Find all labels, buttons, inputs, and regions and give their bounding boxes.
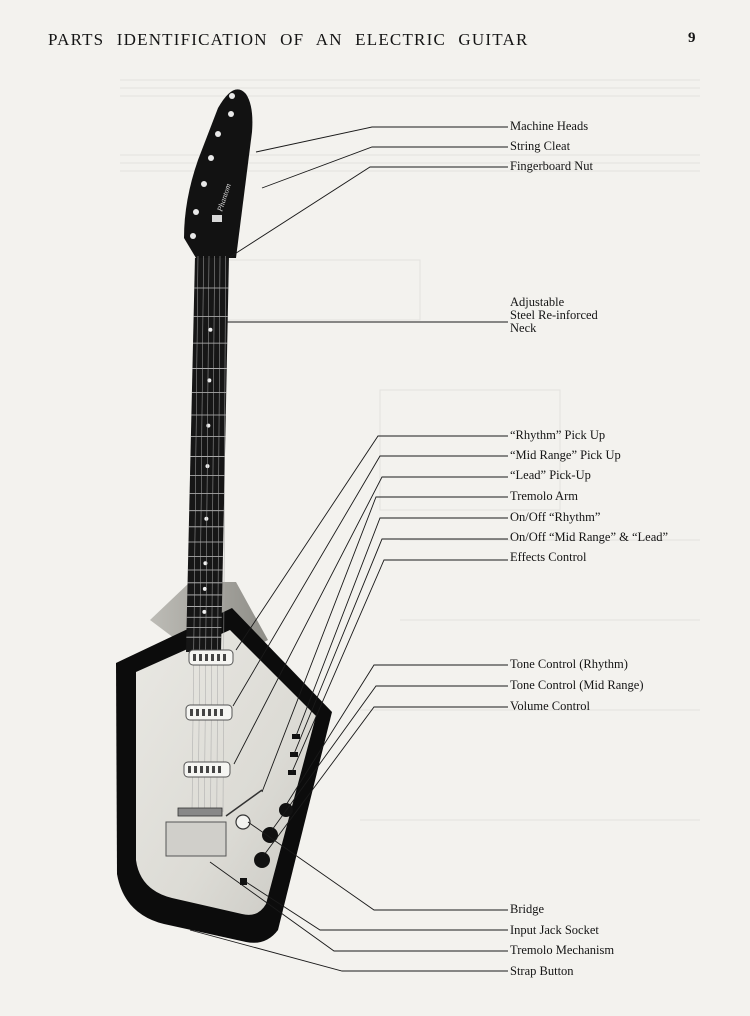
fret-inlay-dot: [208, 327, 213, 332]
leader-line-tremolo-mechanism: [209, 861, 508, 952]
leader-lines: [189, 126, 508, 972]
leader-line-lead-pickup: [233, 476, 508, 765]
tremolo-arm: [225, 789, 263, 817]
tuning-peg-icon: [201, 181, 207, 187]
label-line: On/Off “Rhythm”: [510, 510, 601, 524]
tuning-peg-icon: [228, 111, 234, 117]
fret-inlay-dot: [203, 561, 208, 566]
fret-inlay-dot: [207, 378, 212, 383]
leader-line-tremolo-arm: [261, 496, 508, 793]
label-tremolo-mechanism: Tremolo Mechanism: [510, 944, 614, 957]
leader-line-onoff-rhythm: [295, 517, 508, 737]
page-title: PARTS IDENTIFICATION OF AN ELECTRIC GUIT…: [48, 30, 529, 49]
tuning-peg-icon: [215, 131, 221, 137]
leader-line-tone-mid: [271, 685, 508, 831]
label-line: Tremolo Arm: [510, 489, 578, 503]
label-line: Machine Heads: [510, 119, 589, 133]
label-line: Neck: [510, 321, 537, 335]
tuning-peg-icon: [193, 209, 199, 215]
label-line: String Cleat: [510, 139, 571, 153]
headstock: [184, 89, 253, 258]
label-line: Tone Control (Mid Range): [510, 678, 644, 692]
label-tone-mid: Tone Control (Mid Range): [510, 679, 643, 692]
lead-pickup: [183, 761, 231, 778]
label-onoff-rhythm: On/Off “Rhythm”: [510, 511, 600, 524]
label-string-cleat: String Cleat: [510, 140, 570, 153]
leader-line-mid-range-pickup: [232, 455, 508, 707]
mid-range-pickup: [185, 704, 233, 721]
label-line: Adjustable: [510, 295, 565, 309]
label-line: “Mid Range” Pick Up: [510, 448, 621, 462]
tuning-peg-icon: [208, 155, 214, 161]
label-line: Strap Button: [510, 964, 574, 978]
fret-inlay-dot: [206, 423, 211, 428]
label-mid-range-pickup: “Mid Range” Pick Up: [510, 449, 621, 462]
leader-line-fingerboard-nut: [229, 166, 508, 258]
pickup-switches: [288, 734, 300, 775]
leader-line-strap-button: [189, 929, 508, 972]
input-jack: [240, 878, 247, 885]
tuning-peg-icon: [229, 93, 235, 99]
label-line: On/Off “Mid Range” & “Lead”: [510, 530, 669, 544]
label-line: Fingerboard Nut: [510, 159, 593, 173]
leader-line-bridge: [247, 821, 508, 911]
label-volume-control: Volume Control: [510, 700, 590, 713]
page-number: 9: [688, 30, 696, 46]
tuning-pegs: [190, 93, 235, 239]
label-line: Effects Control: [510, 550, 587, 564]
label-input-jack: Input Jack Socket: [510, 924, 599, 937]
label-lead-pickup: “Lead” Pick-Up: [510, 469, 591, 482]
leader-line-machine-heads: [255, 126, 508, 153]
label-machine-heads: Machine Heads: [510, 120, 588, 133]
label-line: Tremolo Mechanism: [510, 943, 615, 957]
label-tone-rhythm: Tone Control (Rhythm): [510, 658, 628, 671]
tuning-peg-icon: [190, 233, 196, 239]
rhythm-pickup: [188, 649, 234, 666]
label-line: Bridge: [510, 902, 545, 916]
label-line: Steel Re-inforced: [510, 308, 598, 322]
leader-line-tone-rhythm: [285, 664, 508, 806]
label-tremolo-arm: Tremolo Arm: [510, 490, 578, 503]
bridge: [165, 807, 227, 857]
fret-inlay-dot: [202, 609, 207, 614]
label-fingerboard-nut: Fingerboard Nut: [510, 160, 593, 173]
fret-inlay-dot: [204, 516, 209, 521]
leader-line-rhythm-pickup: [235, 435, 508, 651]
label-line: Input Jack Socket: [510, 923, 599, 937]
label-bridge: Bridge: [510, 903, 544, 916]
string-cleat: [212, 215, 222, 222]
label-effects-control: Effects Control: [510, 551, 587, 564]
leader-line-effects-control: [291, 559, 508, 773]
leader-line-input-jack: [245, 881, 508, 931]
label-onoff-mid-lead: On/Off “Mid Range” & “Lead”: [510, 531, 668, 544]
leader-line-onoff-mid-lead: [293, 538, 508, 755]
label-line: “Rhythm” Pick Up: [510, 428, 606, 442]
label-line: “Lead” Pick-Up: [510, 468, 591, 482]
label-strap-button: Strap Button: [510, 965, 574, 978]
leader-line-volume-control: [263, 706, 508, 856]
leader-line-string-cleat: [261, 146, 508, 189]
fret-inlay-dot: [202, 586, 207, 591]
label-rhythm-pickup: “Rhythm” Pick Up: [510, 429, 605, 442]
label-line: Tone Control (Rhythm): [510, 657, 628, 671]
label-line: Volume Control: [510, 699, 590, 713]
